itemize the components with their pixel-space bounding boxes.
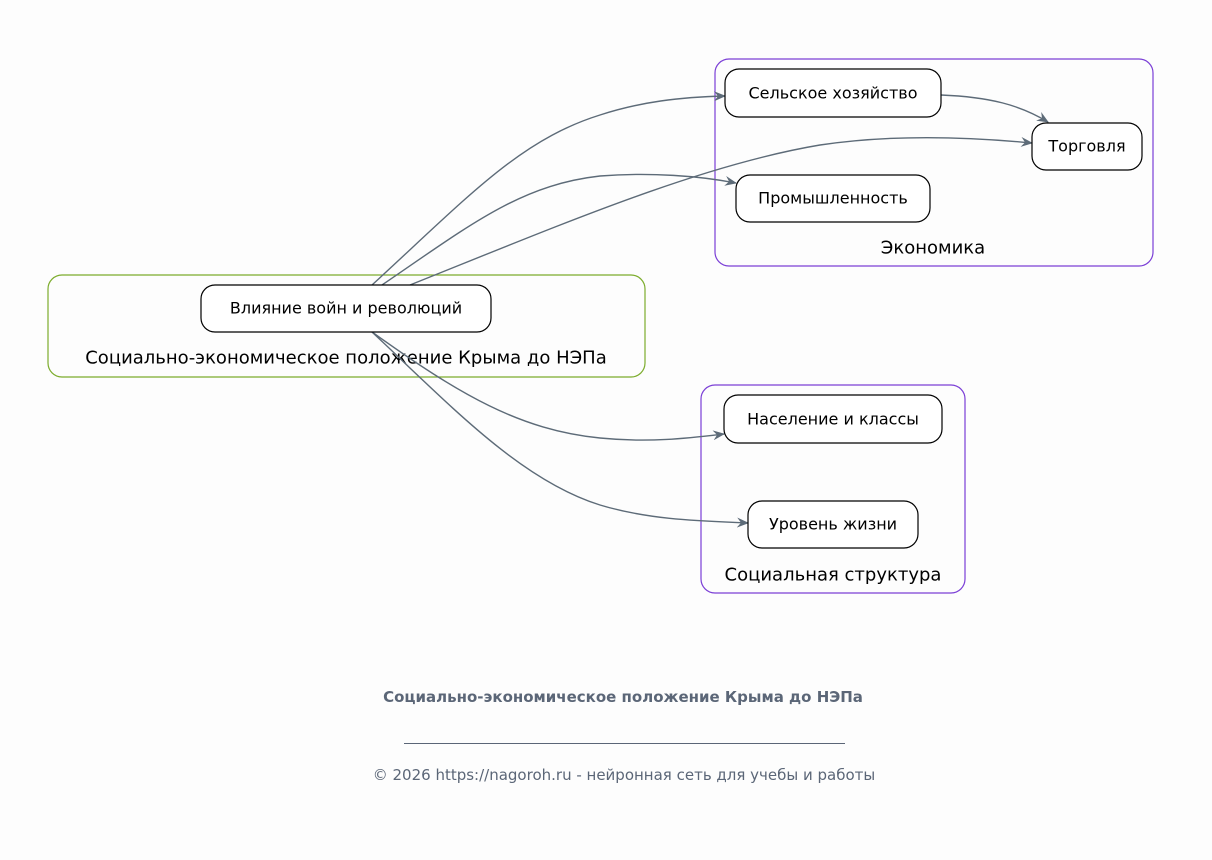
node-industry-label: Промышленность: [758, 189, 908, 208]
node-population-label: Население и классы: [747, 410, 919, 429]
node-population[interactable]: Население и классы: [723, 394, 943, 444]
node-living[interactable]: Уровень жизни: [747, 500, 919, 549]
edge-agriculture-trade: [940, 94, 1049, 123]
footer-divider: [404, 743, 845, 744]
edge-wars-living: [371, 331, 749, 528]
footer-copyright: © 2026 https://nagoroh.ru - нейронная се…: [372, 766, 876, 784]
edge-wars-trade: [409, 136, 1033, 286]
node-living-label: Уровень жизни: [769, 515, 897, 534]
node-industry[interactable]: Промышленность: [735, 174, 931, 223]
node-wars[interactable]: Влияние войн и революций: [200, 284, 492, 333]
cluster-social: Социальная структура: [700, 384, 966, 594]
edge-wars-agriculture: [371, 91, 726, 286]
cluster-economy: Экономика: [714, 58, 1154, 267]
node-agriculture[interactable]: Сельское хозяйство: [724, 68, 942, 118]
node-agriculture-label: Сельское хозяйство: [749, 84, 918, 103]
cluster-main: Социально-экономическое положение Крыма …: [47, 274, 646, 378]
edge-wars-industry: [381, 173, 737, 286]
node-trade[interactable]: Торговля: [1031, 122, 1143, 171]
edge-wars-population: [371, 331, 725, 441]
cluster-economy-label: Экономика: [881, 238, 985, 259]
cluster-main-label: Социально-экономическое положение Крыма …: [85, 348, 607, 369]
node-trade-label: Торговля: [1047, 137, 1125, 156]
node-wars-label: Влияние войн и революций: [230, 299, 462, 318]
footer-title: Социально-экономическое положение Крыма …: [383, 688, 863, 706]
cluster-social-label: Социальная структура: [725, 565, 942, 586]
